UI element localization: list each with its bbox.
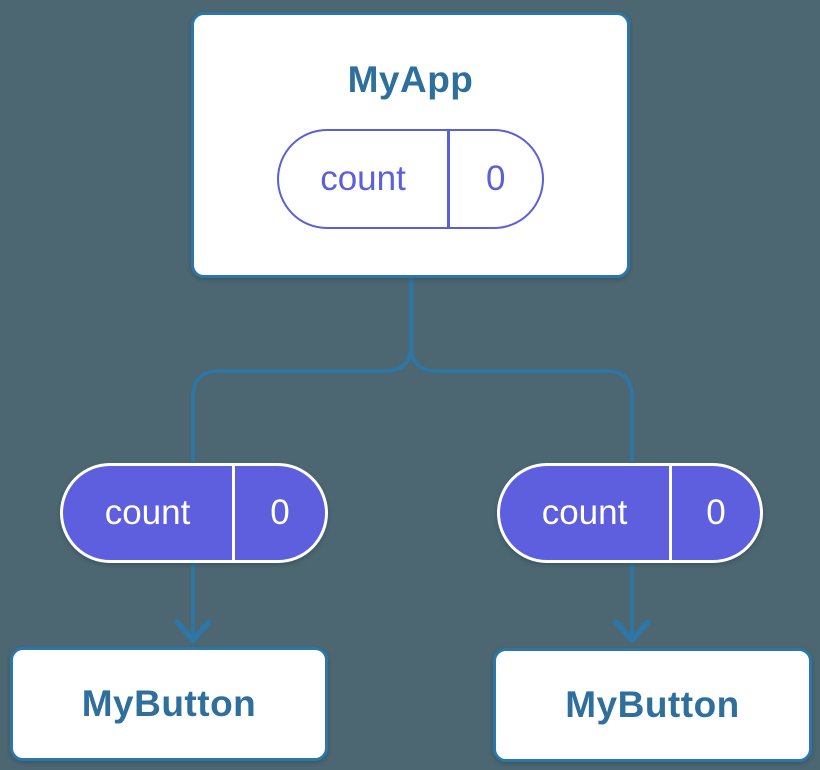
prop-pill-left: count 0 bbox=[60, 463, 328, 563]
state-pill-myapp: count 0 bbox=[277, 129, 544, 229]
pill-divider bbox=[669, 466, 672, 560]
connector-right-branch bbox=[409, 277, 634, 636]
prop-value-label: 0 bbox=[706, 493, 726, 532]
pill-divider bbox=[447, 131, 450, 227]
node-myapp-title: MyApp bbox=[347, 59, 474, 100]
node-mybutton-right: MyButton bbox=[493, 648, 812, 762]
prop-pill-right: count 0 bbox=[497, 463, 763, 563]
state-value-label: 0 bbox=[486, 159, 506, 198]
node-mybutton-left: MyButton bbox=[10, 647, 328, 761]
prop-value-label: 0 bbox=[270, 493, 290, 532]
node-myapp: MyApp count 0 bbox=[191, 12, 630, 278]
connector-left-branch bbox=[191, 277, 413, 636]
prop-name-label: count bbox=[541, 493, 628, 532]
prop-name-label: count bbox=[104, 493, 191, 532]
state-name-label: count bbox=[320, 159, 406, 198]
pill-divider bbox=[232, 466, 235, 560]
node-mybutton-right-title: MyButton bbox=[565, 684, 740, 725]
node-mybutton-left-title: MyButton bbox=[81, 683, 257, 724]
arrowhead-left-icon bbox=[174, 619, 212, 645]
arrowhead-right-icon bbox=[613, 619, 651, 645]
